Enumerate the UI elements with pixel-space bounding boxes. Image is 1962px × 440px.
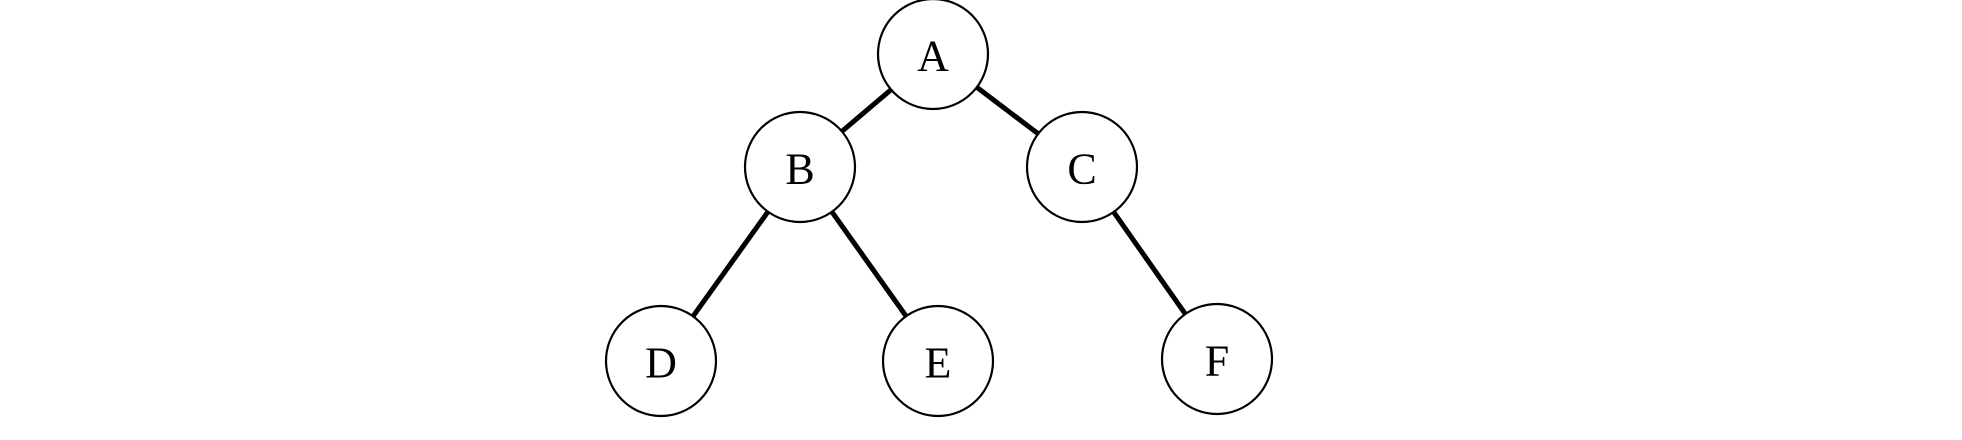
tree-node-f[interactable]: F — [1160, 302, 1274, 416]
tree-node-b[interactable]: B — [743, 110, 857, 224]
node-label-a: A — [917, 32, 949, 81]
tree-node-a[interactable]: A — [876, 0, 990, 111]
tree-edge-b-d — [690, 209, 771, 319]
tree-edge-a-c — [974, 84, 1041, 137]
tree-edge-b-e — [829, 209, 909, 319]
node-label-c: C — [1067, 145, 1096, 194]
nodes-layer: A B C D E F — [604, 0, 1274, 418]
node-label-e: E — [925, 339, 952, 388]
tree-node-c[interactable]: C — [1025, 110, 1139, 224]
node-circle-f[interactable] — [1160, 302, 1274, 416]
node-label-d: D — [645, 339, 677, 388]
edges-layer — [690, 84, 1188, 319]
tree-edge-a-b — [839, 87, 894, 134]
node-circle-d[interactable] — [604, 304, 718, 418]
node-circle-e[interactable] — [881, 304, 995, 418]
tree-edge-c-f — [1111, 209, 1188, 317]
node-circle-c[interactable] — [1025, 110, 1139, 224]
tree-node-d[interactable]: D — [604, 304, 718, 418]
tree-node-e[interactable]: E — [881, 304, 995, 418]
node-circle-b[interactable] — [743, 110, 857, 224]
node-circle-a[interactable] — [876, 0, 990, 111]
node-label-b: B — [785, 145, 814, 194]
node-label-f: F — [1205, 337, 1229, 386]
